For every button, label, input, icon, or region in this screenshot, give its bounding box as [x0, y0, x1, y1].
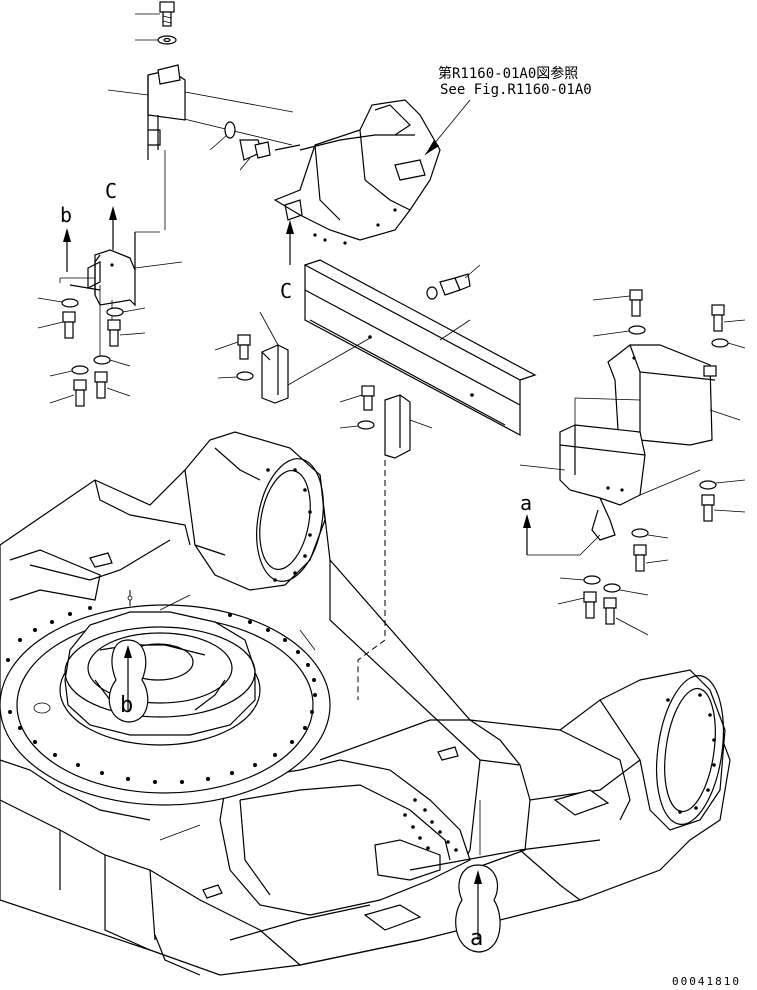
bolt-top-left — [135, 1, 175, 27]
bolt-right-bracket — [703, 365, 717, 377]
washer-mid — [209, 121, 236, 151]
bolt-angle — [439, 264, 481, 296]
deck-bolt-holes — [403, 798, 458, 852]
view-label-a-upper: a — [520, 491, 532, 515]
revolving-frame — [0, 439, 731, 976]
bolt-center-1 — [214, 334, 251, 360]
bolt-left-1 — [37, 311, 76, 339]
bolt-hole-ring — [6, 606, 317, 784]
cover-assembly-upper — [273, 99, 441, 245]
reference-note-ja: 第R1160-01A0図参照 — [438, 65, 578, 82]
washer-left-4 — [49, 365, 89, 377]
bolt-left-2 — [107, 319, 146, 347]
washer-right-4 — [631, 528, 669, 539]
bolt-right-2 — [711, 304, 746, 332]
washer-right-6 — [603, 583, 649, 596]
washer-right-3 — [699, 479, 746, 490]
washer-top-left — [135, 35, 177, 45]
bolt-left-4 — [94, 371, 131, 399]
deck-plate-right — [553, 789, 610, 816]
view-marker-a: a — [455, 864, 501, 953]
view-marker-b: b — [108, 639, 149, 723]
bracket-right — [519, 424, 701, 541]
boom-boss-right — [599, 669, 726, 831]
leader-dashed-1 — [357, 460, 386, 700]
washer-center-2 — [339, 420, 375, 430]
bolt-mid — [239, 139, 271, 171]
bolt-right-4 — [633, 544, 669, 572]
view-label-b-upper: b — [60, 203, 72, 227]
deck-tab-2 — [437, 746, 459, 761]
deck-plate-lower — [363, 904, 422, 931]
bolt-right-5 — [557, 591, 597, 619]
view-label-a-lower: a — [470, 926, 483, 951]
view-arrow-c-left: C — [105, 179, 117, 250]
view-label-b-lower: b — [120, 693, 133, 718]
reference-note-en: See Fig.R1160-01A0 — [440, 82, 592, 98]
bolt-right-3 — [701, 494, 746, 522]
bolt-center-2 — [339, 385, 375, 411]
bolt-right-6 — [603, 597, 649, 636]
bracket-left-b — [69, 232, 183, 360]
bracket-small-center — [259, 311, 371, 404]
deck-tab-3 — [202, 884, 223, 899]
view-label-c-upper: C — [105, 179, 117, 203]
view-arrow-a: a — [520, 491, 601, 556]
reference-note: 第R1160-01A0図参照 See Fig.R1160-01A0 — [438, 65, 592, 98]
angle-cover — [304, 259, 537, 437]
deck-tab-1 — [89, 552, 113, 568]
washer-center-1 — [217, 371, 254, 381]
washer-right-5 — [559, 575, 601, 585]
view-label-c-lower: C — [280, 279, 292, 303]
bolt-right-1 — [592, 289, 643, 317]
washer-left-1 — [37, 297, 79, 308]
washer-angle — [426, 286, 438, 300]
drawing-number: 00041810 — [672, 975, 741, 988]
washer-left-2 — [106, 307, 146, 317]
washer-right-1 — [592, 325, 646, 337]
view-arrow-b: b — [60, 203, 72, 272]
washer-left-3 — [93, 355, 131, 367]
bolt-left-3 — [49, 379, 87, 407]
boom-boss-left — [184, 431, 326, 591]
bracket-upper-left — [107, 64, 186, 160]
view-arrow-c-center: C — [280, 220, 294, 303]
bracket-center — [384, 394, 433, 459]
washer-right-2 — [711, 338, 746, 349]
